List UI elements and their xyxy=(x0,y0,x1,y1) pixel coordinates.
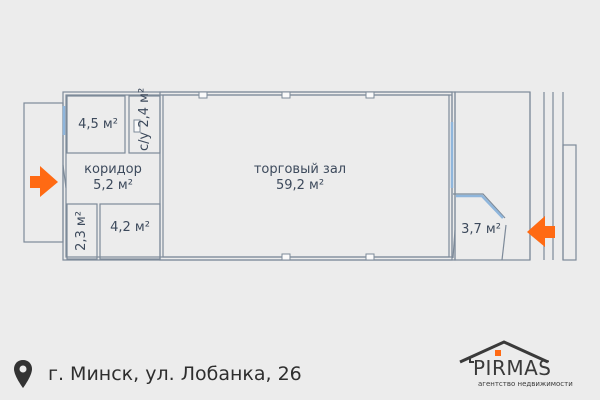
address: г. Минск, ул. Лобанка, 26 xyxy=(48,363,302,385)
hall-name: торговый зал xyxy=(253,162,347,177)
small-room-area: 2,3 м² xyxy=(74,211,89,251)
right-entrance-arrow xyxy=(527,216,555,247)
bathroom-label: с/у 2,4 м² xyxy=(137,87,152,151)
logo-name: PIRMAS xyxy=(473,356,552,380)
room-area-label: 4,5 м² xyxy=(78,117,118,132)
corridor-name: коридор xyxy=(84,162,142,177)
logo-house-icon xyxy=(459,340,549,364)
logo-subtitle: агентство недвижимости xyxy=(478,380,573,388)
corridor-area: 5,2 м² xyxy=(93,178,133,193)
vestibule-area: 3,7 м² xyxy=(461,222,501,237)
location-pin-icon xyxy=(14,360,32,388)
bottom-room-area: 4,2 м² xyxy=(110,220,150,235)
left-entrance-arrow xyxy=(30,166,58,197)
hall-area: 59,2 м² xyxy=(275,178,325,193)
